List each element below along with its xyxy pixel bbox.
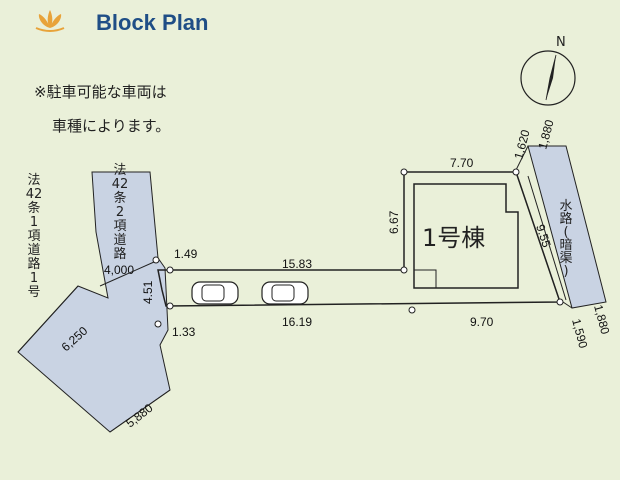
roadMid-char: 2 xyxy=(116,205,124,220)
roadWater-char: 水 xyxy=(559,199,572,214)
lot-boundary xyxy=(157,171,567,307)
roadMid-char: 条 xyxy=(113,190,126,206)
dim-entry-width: 4.51 xyxy=(141,280,155,304)
dim-lot-depth: 6.67 xyxy=(387,210,401,234)
road-area xyxy=(17,171,171,433)
parking-note-line1: ※駐車可能な車両は xyxy=(34,83,167,101)
roadMid-char: 路 xyxy=(113,246,126,262)
entrance-porch-icon xyxy=(413,269,437,289)
roadLeft-char: 路 xyxy=(27,256,40,272)
dim-top-lot-width: 7.70 xyxy=(450,156,474,170)
roadLeft-char: 法 xyxy=(27,173,40,188)
roadLeft-char: 42 xyxy=(26,187,43,202)
dim-passage-top: 15.83 xyxy=(282,257,312,271)
dim-waterway-bottom-a: 1,590 xyxy=(569,317,590,350)
roadLeft-char: 号 xyxy=(27,285,40,300)
roadWater-char: ) xyxy=(563,264,568,279)
roadWater-char: 路 xyxy=(559,211,572,227)
roadWater-char: 渠 xyxy=(559,251,572,266)
roadLeft-char: 1 xyxy=(30,271,38,286)
roadLeft-char: 条 xyxy=(27,200,40,216)
header: Block Plan xyxy=(35,10,208,35)
dim-waterway-top-a: 1,620 xyxy=(511,128,532,161)
roadMid-char: 道 xyxy=(113,233,126,248)
roadLeft-char: 道 xyxy=(27,243,40,258)
dim-entry-bottom: 1.33 xyxy=(172,325,196,339)
waterway-area xyxy=(513,145,607,309)
north-label: N xyxy=(556,35,566,50)
roadMid-char: 法 xyxy=(113,163,126,178)
building-1: 1号棟 xyxy=(413,183,519,289)
page-title: Block Plan xyxy=(96,10,208,35)
roadWater-char: 暗 xyxy=(559,238,572,253)
car-icon-1 xyxy=(191,281,239,305)
parking-note-line2: 車種によります。 xyxy=(52,117,170,135)
dim-waterway-bottom-b: 1,880 xyxy=(591,303,612,336)
north-compass-icon: N xyxy=(520,35,576,106)
dim-passage-bottom: 16.19 xyxy=(282,315,312,329)
roadWater-char: ( xyxy=(563,225,568,240)
roadMid-char: 項 xyxy=(113,219,126,234)
lotus-logo-icon xyxy=(35,10,65,32)
survey-markers xyxy=(152,168,564,328)
dim-right-side: 9.55 xyxy=(533,223,554,250)
roadLeft-char: 項 xyxy=(27,229,40,244)
dim-road2-width: 4,000 xyxy=(104,263,134,277)
dim-bottom-right: 9.70 xyxy=(470,315,494,329)
building-label: 1号棟 xyxy=(422,224,485,252)
roadLeft-char: 1 xyxy=(30,215,38,230)
car-icon-2 xyxy=(261,281,309,305)
waterway-label: 水路(暗渠) xyxy=(559,199,572,279)
roadMid-char: 42 xyxy=(112,177,129,192)
dim-entry-top: 1.49 xyxy=(174,247,198,261)
